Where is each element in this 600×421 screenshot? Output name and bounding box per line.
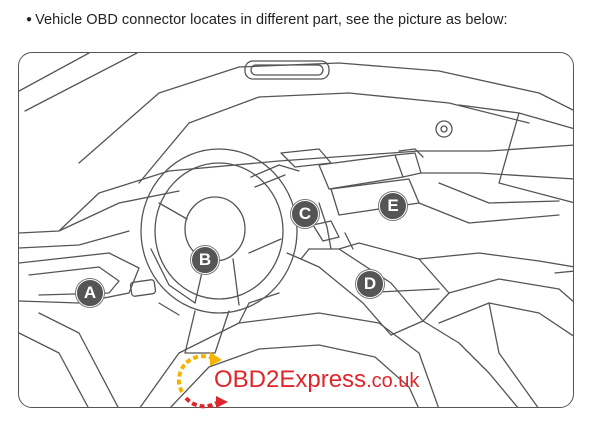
caption: ●Vehicle OBD connector locates in differ… [26,12,508,28]
obd-location-c-marker: C [291,200,319,228]
bullet: ● [26,14,33,25]
obd-location-b-marker: B [191,246,219,274]
obd-location-e-marker: E [379,192,407,220]
watermark-domain: .co.uk [366,370,420,392]
watermark: OBD2Express.co.uk [214,366,419,394]
caption-text: Vehicle OBD connector locates in differe… [35,12,508,28]
watermark-brand: OBD2Express [214,366,367,393]
car-interior-line-art [19,53,573,407]
car-interior-illustration: A B C D E [18,52,574,408]
obd-location-a-marker: A [76,279,104,307]
obd-location-d-marker: D [356,270,384,298]
watermark-logo-icon [176,352,228,409]
